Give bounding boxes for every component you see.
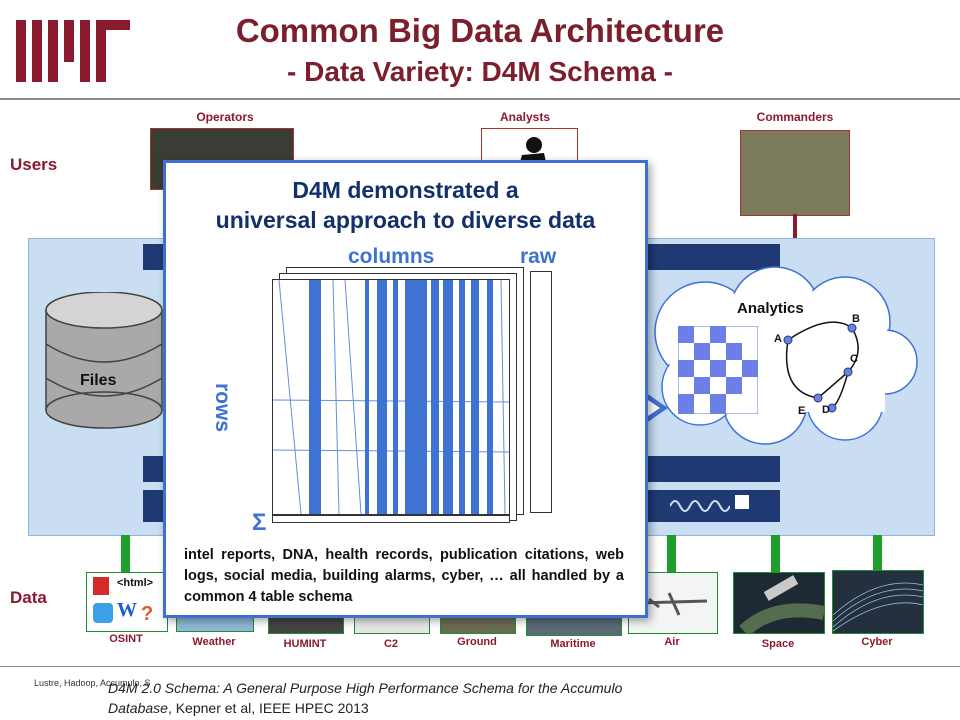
graph-node-a: A [774,333,782,345]
d4m-popup: D4M demonstrated a universal approach to… [163,160,648,618]
popup-body: intel reports, DNA, health records, publ… [184,547,624,605]
graph-node-b: B [852,313,860,325]
source-label-ground: Ground [457,636,497,648]
reference-citation: D4M 2.0 Schema: A General Purpose High P… [108,678,668,718]
analytics-matrix [677,325,759,415]
source-label-air: Air [664,636,680,648]
drone-icon [638,592,708,616]
database-cylinder-icon [45,291,163,429]
sigma-label: Σ [252,509,267,536]
commanders-photo [740,130,850,216]
header-divider [0,98,960,100]
graph-node-d: D [822,404,830,416]
network-lines-icon [832,582,924,632]
columns-label: columns [348,245,435,268]
sparse-matrix [272,279,510,515]
graph-icon: A B C D E [774,313,860,417]
popup-title-line2: universal approach to diverse data [215,207,596,233]
data-label: Data [10,588,47,607]
connector-cyber [873,535,882,573]
question-icon: ? [141,603,154,625]
raw-sheet [530,271,552,513]
space-tile [733,572,826,637]
page-subtitle: - Data Variety: D4M Schema - [287,56,673,87]
footer-divider [0,666,960,667]
connector-air [667,535,676,573]
reference-authors: , Kepner et al, IEEE HPEC 2013 [167,700,369,716]
footer-credit: Lustre, Hadoop, Accumulo, S [34,678,151,688]
files-label: Files [80,372,117,389]
operators-label: Operators [196,110,254,124]
mit-logo [16,20,132,82]
source-label-osint: OSINT [109,633,143,645]
connector-osint [121,535,130,573]
wikipedia-icon: W [117,599,137,621]
analytics-graph: A B C D E [770,312,880,422]
sum-bar [272,515,510,523]
osint-html-tag: <html> [117,577,154,589]
graph-node-e: E [798,405,805,417]
page-title: Common Big Data Architecture [235,12,725,49]
source-label-maritime: Maritime [550,638,596,650]
twitter-icon [93,603,113,623]
mit-logo-icon [16,20,130,82]
commanders-label: Commanders [756,110,834,124]
source-label-c2: C2 [383,638,399,650]
users-label: Users [10,155,58,174]
source-label-weather: Weather [192,636,236,648]
reference-title: D4M 2.0 Schema: A General Purpose High P… [108,680,623,716]
satellite-icon [739,575,826,637]
commanders-connector [793,214,797,240]
analysts-label: Analysts [499,110,551,124]
sparse-matrix-plot [273,280,509,514]
connector-space [771,535,780,573]
signal-wave-icon [669,494,731,518]
pdf-icon [93,577,109,595]
raw-label: raw [520,245,557,268]
analytics-label: Analytics [737,300,804,317]
source-label-space: Space [761,638,795,650]
graph-node-c: C [850,353,858,365]
popup-title-line1: D4M demonstrated a [292,177,519,203]
osint-tile: <html> W ? [86,572,168,632]
adjacency-matrix-icon [677,325,759,415]
rows-label: rows [211,383,234,433]
cyber-tile [832,570,924,634]
source-label-humint: HUMINT [283,638,327,650]
files-storage [44,291,164,432]
source-label-cyber: Cyber [861,636,893,648]
square-marker-icon [735,495,749,509]
